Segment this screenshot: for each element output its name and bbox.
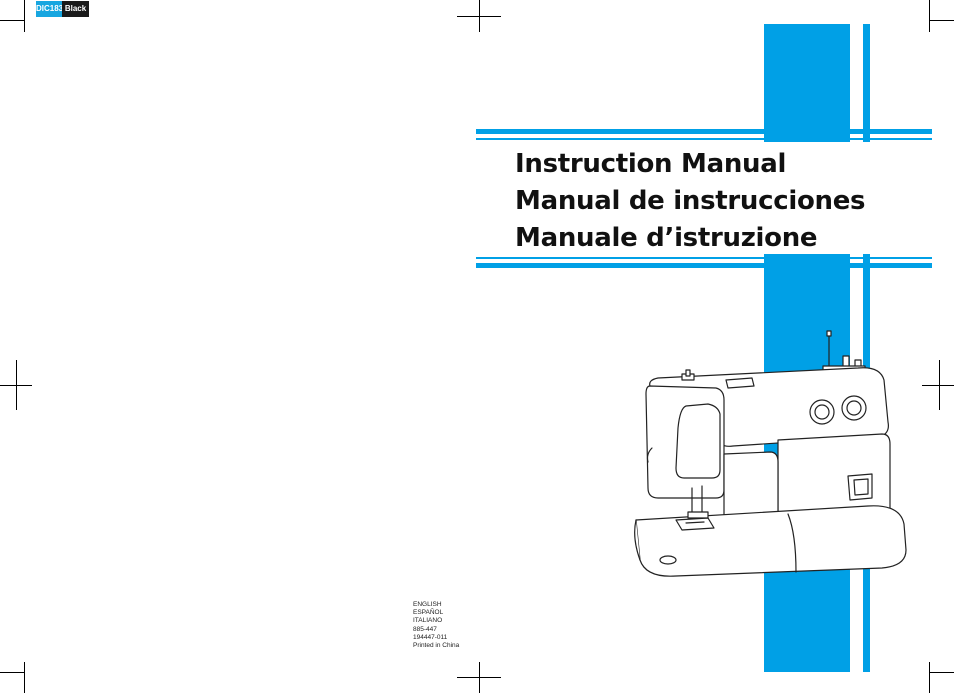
crop-mark xyxy=(16,360,17,410)
model-number: 885-447 xyxy=(413,625,437,633)
crop-mark xyxy=(24,662,25,693)
sewing-machine-icon xyxy=(634,330,907,577)
title-spanish: Manual de instrucciones xyxy=(515,186,866,216)
crop-mark xyxy=(929,662,930,693)
language-italian: ITALIANO xyxy=(413,617,443,625)
bottom-stripe-thick xyxy=(476,263,932,268)
crop-mark xyxy=(930,20,954,21)
manual-title: Instruction Manual Manual de instruccion… xyxy=(515,146,935,257)
crop-mark xyxy=(479,0,480,32)
top-stripe-thick xyxy=(476,129,932,134)
crop-mark xyxy=(922,385,954,386)
crop-mark xyxy=(929,0,930,32)
crop-mark xyxy=(939,360,940,410)
crop-mark xyxy=(0,672,24,673)
document-code-tag: DIC183 xyxy=(36,1,63,17)
color-label-tag: Black xyxy=(62,1,89,17)
top-stripe-thin xyxy=(476,138,932,140)
crop-mark xyxy=(24,0,25,32)
title-italian: Manuale d’istruzione xyxy=(515,223,818,253)
crop-mark xyxy=(930,672,954,673)
crop-mark xyxy=(479,662,480,693)
language-spanish: ESPAÑOL xyxy=(413,609,444,617)
bottom-stripe-thin xyxy=(476,257,932,259)
language-english: ENGLISH xyxy=(413,601,442,608)
printed-in: Printed in China xyxy=(413,642,460,650)
part-number: 194447-011 xyxy=(413,633,448,641)
title-english: Instruction Manual xyxy=(515,149,787,179)
crop-mark xyxy=(0,20,24,21)
edition-info: ENGLISH ESPAÑOL ITALIANO 885-447 194447-… xyxy=(413,601,459,650)
title-background xyxy=(476,142,936,254)
blue-vertical-stripe xyxy=(863,24,870,672)
